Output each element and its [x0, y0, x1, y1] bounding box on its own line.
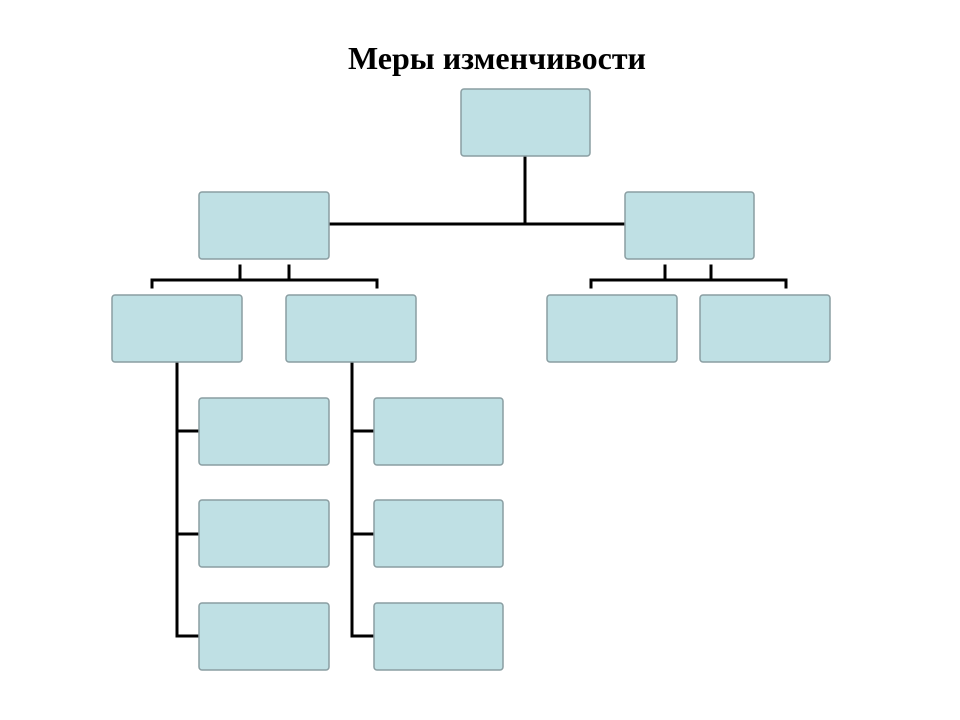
- node-level3-b2: [373, 499, 504, 568]
- node-level1-right: [624, 191, 755, 260]
- node-level2-right-a: [546, 294, 678, 363]
- node-root: [460, 88, 591, 157]
- node-level1-left: [198, 191, 330, 260]
- node-level2-right-b: [699, 294, 831, 363]
- node-level3-a3: [198, 602, 330, 671]
- node-level3-b3: [373, 602, 504, 671]
- node-level3-b1: [373, 397, 504, 466]
- node-level2-left-a: [111, 294, 243, 363]
- connectors: [150, 155, 788, 638]
- node-level3-a2: [198, 499, 330, 568]
- node-level2-left-b: [285, 294, 417, 363]
- node-level3-a1: [198, 397, 330, 466]
- diagram-title: Меры изменчивости: [348, 40, 646, 76]
- boxes: [111, 88, 831, 671]
